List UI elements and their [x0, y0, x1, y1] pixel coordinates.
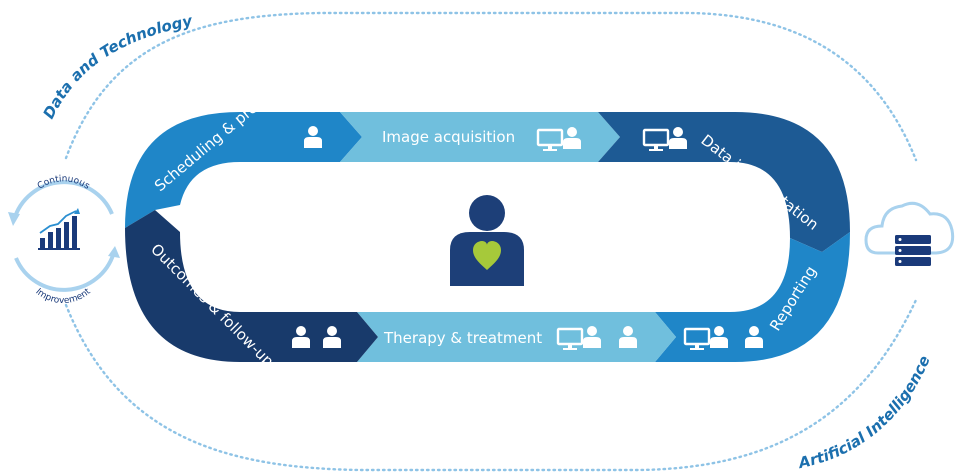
- data-technology-label: Data and Technology: [40, 11, 195, 121]
- segment-scheduling: [125, 112, 362, 228]
- care-ring: [125, 112, 850, 362]
- cloud-server-icon: [864, 201, 955, 266]
- label-image-acquisition: Image acquisition: [382, 128, 515, 146]
- continuous-improvement-badge: Continuous Improvement: [8, 174, 120, 306]
- heart-icon: [473, 241, 501, 270]
- segment-outcomes: [125, 210, 378, 362]
- artificial-intelligence-label: Artificial Intelligence: [796, 353, 934, 472]
- bar-chart-trend-icon: [38, 208, 80, 250]
- patient-heart-icon: [450, 195, 524, 286]
- segment-data-interpretation: [598, 112, 850, 252]
- label-therapy: Therapy & treatment: [383, 329, 542, 347]
- outer-dotted-loop: [64, 11, 918, 472]
- cycle-arrow-bottom: [14, 251, 116, 292]
- cycle-arrow-top: [12, 180, 114, 221]
- segment-therapy: [357, 312, 676, 362]
